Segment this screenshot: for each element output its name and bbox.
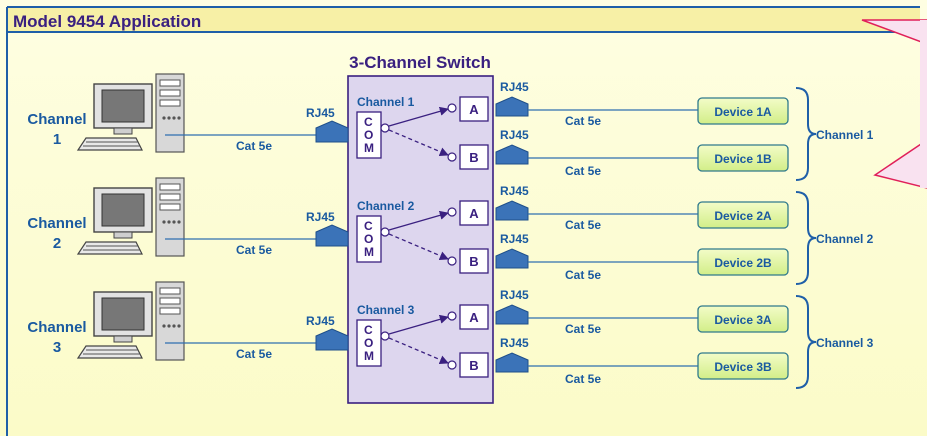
computer-icon [77,177,185,257]
diagram-title: Model 9454 Application [13,12,201,31]
channel-3-row: Channel 3 Cat 5e RJ45 Channel 3 C O M A … [27,281,874,389]
device-box [697,201,789,229]
cable-label: Cat 5e [236,243,272,257]
title-bar [7,7,920,32]
computer-label: 3 [53,339,61,356]
svg-text:C: C [364,115,373,129]
port-a [459,304,489,330]
svg-text:A: A [469,102,479,117]
cable-label: Cat 5e [565,268,601,282]
computer-icon [77,73,185,153]
connector-label: RJ45 [500,184,529,198]
bracket [795,295,817,389]
port-b [459,352,489,378]
computer-label: Channel [27,111,86,128]
cable-label: Cat 5e [565,164,601,178]
cable-label: Cat 5e [565,218,601,232]
computer-label: Channel [27,215,86,232]
connector-label: RJ45 [500,80,529,94]
svg-text:M: M [364,245,374,259]
svg-text:O: O [364,336,373,350]
device-box [697,97,789,125]
port-b [459,248,489,274]
bracket [795,191,817,285]
switch-path-inactive [388,337,449,364]
cable-label: Cat 5e [565,372,601,386]
channel-2-row: Channel 2 Cat 5e RJ45 Channel 2 C O M A … [27,177,874,285]
connector-label: RJ45 [500,128,529,142]
callout-pointer [873,139,927,189]
com-port [356,319,382,367]
bracket [795,87,817,181]
svg-text:B: B [469,254,478,269]
computer-3 [77,281,185,361]
connector-label: RJ45 [500,232,529,246]
com-port [356,215,382,263]
computer-icon [77,281,185,361]
switch-path-active [388,106,449,127]
svg-text:O: O [364,232,373,246]
svg-text:B: B [469,150,478,165]
device-label: Device 3B [714,360,772,374]
rj45-connector [315,224,349,247]
device-box [697,305,789,333]
connector-label: RJ45 [500,336,529,350]
svg-text:C: C [364,219,373,233]
svg-text:C: C [364,323,373,337]
device-label: Device 2B [714,256,772,270]
computer-1 [77,73,185,153]
cable-label: Cat 5e [565,322,601,336]
cable-label: Cat 5e [236,347,272,361]
switch-path-inactive [388,233,449,260]
computer-label: 2 [53,235,61,252]
switch-title: 3-Channel Switch [349,53,491,72]
device-group-label: Channel 1 [816,128,874,142]
device-label: Device 1A [714,105,772,119]
switch-path-inactive [388,129,449,156]
device-group-label: Channel 3 [816,336,874,350]
device-box [697,352,789,380]
port-b [459,144,489,170]
switch-channel-label: Channel 2 [357,199,415,213]
device-label: Device 2A [714,209,772,223]
svg-text:B: B [469,358,478,373]
connector-label: RJ45 [306,314,335,328]
rj45-connector [315,328,349,351]
connector-label: RJ45 [306,106,335,120]
switch-channel-label: Channel 3 [357,303,415,317]
device-box [697,248,789,276]
svg-text:A: A [469,310,479,325]
computer-label: 1 [53,131,61,148]
connector-label: RJ45 [500,288,529,302]
device-box [697,144,789,172]
svg-text:M: M [364,349,374,363]
cable-label: Cat 5e [565,114,601,128]
callout-top [861,19,927,45]
device-label: Device 1B [714,152,772,166]
port-a [459,96,489,122]
svg-text:O: O [364,128,373,142]
device-group-label: Channel 2 [816,232,874,246]
switch-channel-label: Channel 1 [357,95,415,109]
computer-2 [77,177,185,257]
svg-text:M: M [364,141,374,155]
cable-label: Cat 5e [236,139,272,153]
port-a [459,200,489,226]
rj45-connector [315,120,349,143]
svg-text:A: A [469,206,479,221]
switch-path-active [388,210,449,231]
connector-label: RJ45 [306,210,335,224]
computer-label: Channel [27,319,86,336]
switch-path-active [388,314,449,335]
com-port [356,111,382,159]
channel-1-row: Channel 1 Cat 5e RJ45 Channel 1 C O M A … [27,73,874,181]
device-label: Device 3A [714,313,772,327]
